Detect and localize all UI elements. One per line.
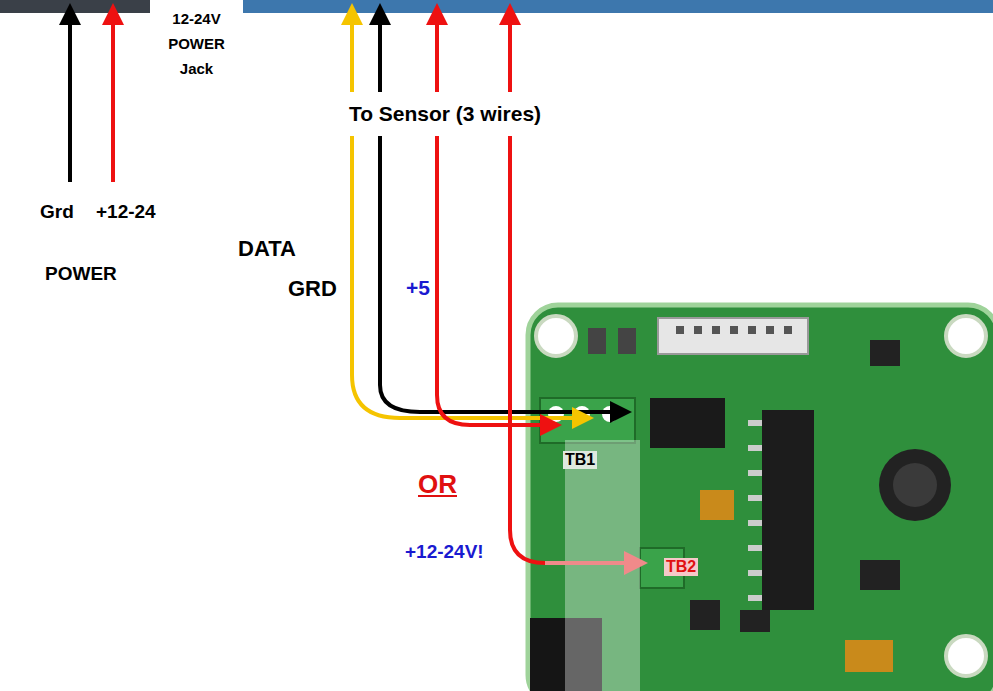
terminal-label: TB2 — [664, 558, 698, 576]
label-text: POWER — [45, 263, 117, 285]
label-text: Grd — [40, 201, 74, 223]
signal-name: GRD — [286, 276, 339, 301]
pcb-photo — [528, 305, 993, 691]
voltage-note: +12-24V! — [403, 541, 486, 563]
power-label-box: Grd +12-24POWER — [0, 185, 210, 300]
wire-arrowhead — [341, 3, 648, 575]
label-text: To Sensor (3 wires) — [279, 101, 611, 127]
sensor-label-box: To Sensor (3 wires) — [270, 92, 620, 136]
power-wire — [59, 3, 124, 182]
label-text: 12-24V POWER Jack — [156, 6, 237, 81]
jack-label-box: 12-24V POWER Jack — [150, 0, 243, 87]
terminal-label: TB1 — [563, 451, 597, 469]
signal-name: +5 — [404, 276, 432, 300]
note: OR — [416, 470, 459, 500]
signal-name: DATA — [236, 236, 298, 261]
photo-strip — [0, 0, 150, 13]
label-text: +12-24 — [96, 201, 156, 223]
